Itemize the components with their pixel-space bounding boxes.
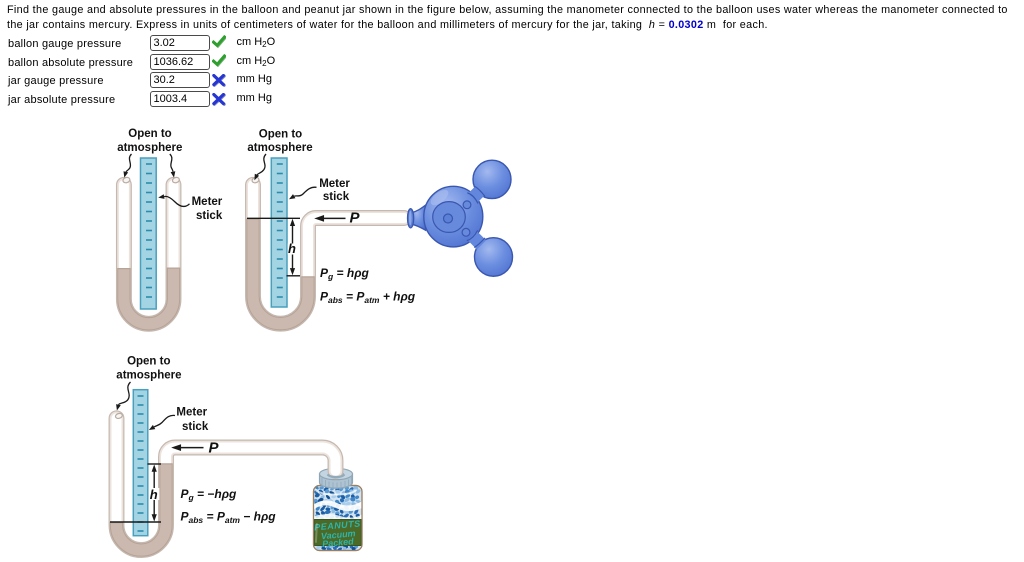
svg-text:Vacuum: Vacuum bbox=[321, 528, 356, 541]
svg-text:Pabs = Patm − hρg: Pabs = Patm − hρg bbox=[181, 510, 277, 526]
svg-text:h: h bbox=[150, 487, 158, 502]
svg-text:P: P bbox=[209, 439, 220, 456]
svg-text:stick: stick bbox=[196, 210, 223, 222]
svg-text:Open to: Open to bbox=[127, 355, 170, 367]
svg-text:h: h bbox=[288, 241, 296, 256]
svg-text:P: P bbox=[350, 210, 361, 227]
svg-text:Packed: Packed bbox=[322, 536, 355, 549]
svg-text:Meter: Meter bbox=[192, 196, 223, 208]
svg-text:Pg = −hρg: Pg = −hρg bbox=[181, 487, 237, 503]
svg-text:PEANUTS: PEANUTS bbox=[314, 518, 361, 532]
svg-text:Open to: Open to bbox=[128, 128, 171, 140]
svg-text:atmosphere: atmosphere bbox=[116, 370, 181, 382]
svg-text:atmosphere: atmosphere bbox=[117, 142, 182, 154]
svg-text:stick: stick bbox=[323, 191, 350, 203]
svg-text:stick: stick bbox=[182, 421, 209, 433]
svg-text:Meter: Meter bbox=[319, 178, 350, 190]
svg-text:Open to: Open to bbox=[259, 129, 302, 141]
svg-text:Pg = hρg: Pg = hρg bbox=[320, 266, 369, 282]
svg-text:Pabs = Patm + hρg: Pabs = Patm + hρg bbox=[320, 289, 416, 305]
svg-text:Meter: Meter bbox=[176, 406, 207, 418]
svg-text:atmosphere: atmosphere bbox=[247, 142, 312, 154]
